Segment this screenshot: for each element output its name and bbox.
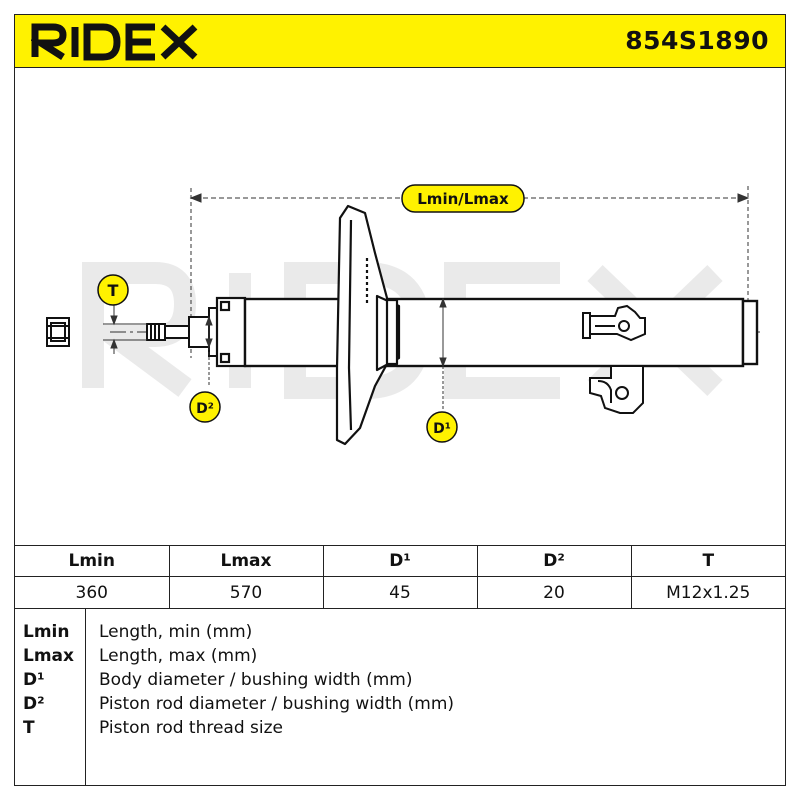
header-lmin: Lmin xyxy=(15,545,170,577)
list-item: Lmax Length, max (mm) xyxy=(15,644,785,668)
legend-desc: Piston rod thread size xyxy=(99,718,284,738)
length-label-badge: Lmin/Lmax xyxy=(401,184,525,213)
table-header-row: Lmin Lmax D¹ D² T xyxy=(15,545,785,577)
shock-absorber-drawing: Lmin/Lmax xyxy=(46,184,760,446)
legend-key: Lmax xyxy=(23,646,74,666)
value-d1: 45 xyxy=(322,576,478,609)
header-d1: D¹ xyxy=(322,545,478,577)
value-lmin: 360 xyxy=(15,576,170,609)
spring-seat xyxy=(335,204,401,446)
header-d2: D² xyxy=(476,545,632,577)
part-number: 854S1890 xyxy=(625,26,769,55)
legend-key: T xyxy=(23,718,35,738)
length-label: Lmin/Lmax xyxy=(417,190,509,208)
ridex-logo-icon xyxy=(28,23,198,61)
rod-diameter-badge: D² xyxy=(189,391,221,423)
legend-key: D² xyxy=(23,694,45,714)
rod-diameter-label: D² xyxy=(196,401,214,417)
thread-label-badge: T xyxy=(97,274,129,306)
thread-label: T xyxy=(108,281,119,300)
dimension-table: Lmin Lmax D¹ D² T 360 570 45 20 M12x1.25 xyxy=(15,545,785,609)
top-mount xyxy=(215,296,247,368)
body-diameter-dimension xyxy=(439,297,447,410)
legend: Lmin Length, min (mm) Lmax Length, max (… xyxy=(15,608,785,786)
legend-divider xyxy=(85,608,86,786)
body-diameter-label: D¹ xyxy=(433,421,451,437)
value-lmax: 570 xyxy=(168,576,324,609)
value-d2: 20 xyxy=(476,576,632,609)
header-t: T xyxy=(630,545,785,577)
list-item: D¹ Body diameter / bushing width (mm) xyxy=(15,668,785,692)
list-item: Lmin Length, min (mm) xyxy=(15,620,785,644)
legend-desc: Piston rod diameter / bushing width (mm) xyxy=(99,694,455,714)
legend-desc: Length, min (mm) xyxy=(99,622,253,642)
nut-icon xyxy=(46,317,70,347)
body-diameter-badge: D¹ xyxy=(426,411,458,443)
legend-desc: Length, max (mm) xyxy=(99,646,258,666)
legend-key: D¹ xyxy=(23,670,45,690)
legend-desc: Body diameter / bushing width (mm) xyxy=(99,670,413,690)
value-t: M12x1.25 xyxy=(630,576,785,609)
header-lmax: Lmax xyxy=(168,545,324,577)
strut-body xyxy=(243,297,759,368)
thread-dimension xyxy=(103,304,147,354)
rod-diameter-dimension xyxy=(205,315,213,386)
header-bar: 854S1890 xyxy=(15,15,785,68)
brand-logo xyxy=(28,21,201,61)
piston-rod xyxy=(146,307,218,357)
table-row: 360 570 45 20 M12x1.25 xyxy=(15,576,785,609)
list-item: D² Piston rod diameter / bushing width (… xyxy=(15,692,785,716)
list-item: T Piston rod thread size xyxy=(15,716,785,740)
legend-key: Lmin xyxy=(23,622,70,642)
spec-sheet: 854S1890 Lmin/Lmax xyxy=(14,14,786,786)
mounting-bracket xyxy=(582,304,646,414)
